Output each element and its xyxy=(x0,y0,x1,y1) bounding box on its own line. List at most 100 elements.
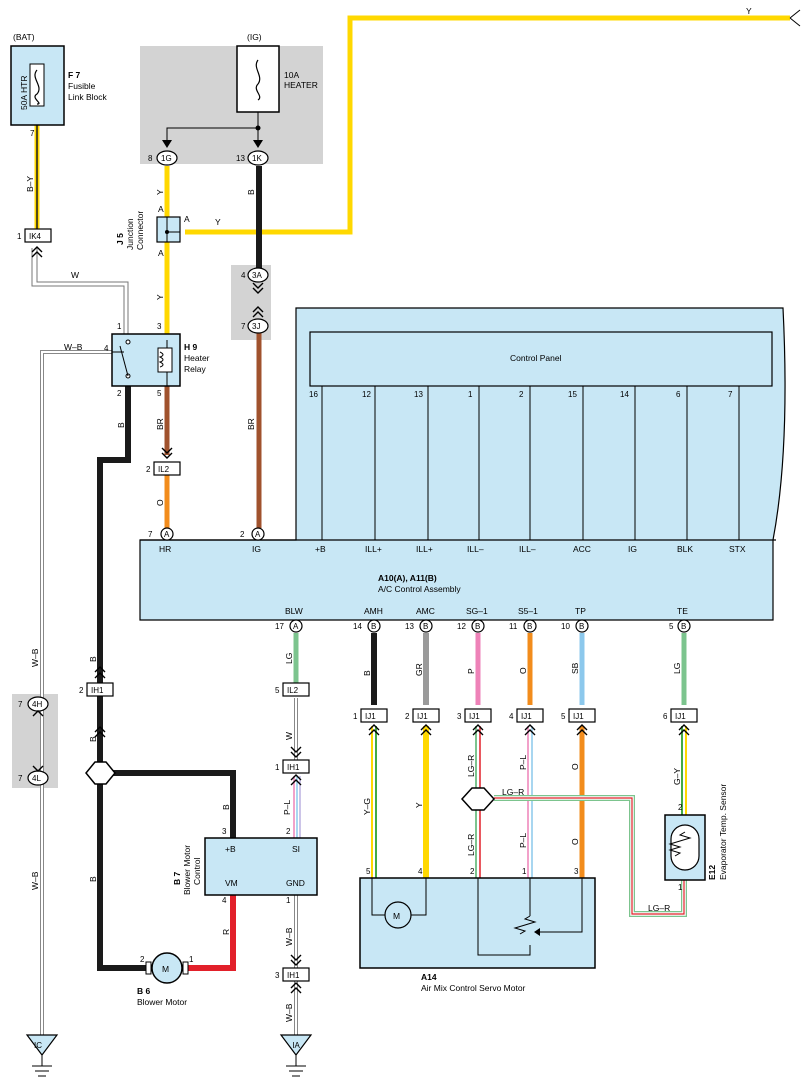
connector-il2 xyxy=(153,461,181,476)
svg-text:B: B xyxy=(681,622,686,631)
svg-text:6: 6 xyxy=(676,390,681,399)
wire-o-label-1: O xyxy=(155,499,165,506)
ac-bottom-pins: 17 14 13 12 11 10 5 A B B B B B B xyxy=(275,622,686,631)
wire-b-label-6: B xyxy=(88,876,98,882)
wire-b-control xyxy=(112,770,236,838)
svg-text:A: A xyxy=(158,204,164,214)
connector-ik4 xyxy=(24,228,52,243)
blower-control-id: B 7 xyxy=(172,872,182,886)
svg-text:15: 15 xyxy=(568,390,577,399)
splice-lgr xyxy=(460,787,496,811)
svg-text:4: 4 xyxy=(222,896,227,905)
blower-control-name-2: Control xyxy=(192,857,202,885)
junction-name-1: Junction xyxy=(125,218,135,250)
svg-text:B: B xyxy=(527,622,532,631)
wire-o-label-2: O xyxy=(518,667,528,674)
svg-text:SG–1: SG–1 xyxy=(466,606,488,616)
svg-text:1: 1 xyxy=(678,883,683,892)
wire-br-label-1: BR xyxy=(155,418,165,430)
svg-text:17: 17 xyxy=(275,622,284,631)
svg-text:1: 1 xyxy=(117,322,122,331)
conn-ik4-label: IK4 xyxy=(29,232,42,241)
fuse-htr-name-1: Fusible xyxy=(68,81,96,91)
svg-text:13: 13 xyxy=(405,622,414,631)
wire-wb-label-2: W–B xyxy=(30,648,40,667)
svg-text:13: 13 xyxy=(236,154,245,163)
connector-1k xyxy=(247,150,269,166)
blower-motor-control-box xyxy=(204,837,318,896)
svg-text:5: 5 xyxy=(366,867,371,876)
svg-text:2: 2 xyxy=(405,712,410,721)
wire-o-label-4: O xyxy=(570,838,580,845)
wire-pl-label-3: P–L xyxy=(518,833,528,848)
wire-y-label-3: Y xyxy=(746,6,752,16)
evap-id: E12 xyxy=(707,865,717,880)
servo-m: M xyxy=(393,911,400,921)
wire-yg-label: Y–G xyxy=(362,798,372,815)
blower-motor-m: M xyxy=(162,964,169,974)
wire-w-label-2: W xyxy=(284,732,294,740)
fuse-htr-id: F 7 xyxy=(68,70,81,80)
junction-name-2: Connector xyxy=(135,211,145,250)
svg-text:4: 4 xyxy=(104,344,109,353)
fuse-heater-box xyxy=(236,45,280,113)
control-panel-box xyxy=(309,331,773,387)
svg-text:IJ1: IJ1 xyxy=(573,712,584,721)
conn-1g-label: 1G xyxy=(161,154,172,163)
svg-text:AMH: AMH xyxy=(364,606,383,616)
svg-text:VM: VM xyxy=(225,878,238,888)
svg-text:10: 10 xyxy=(561,622,570,631)
svg-text:12: 12 xyxy=(362,390,371,399)
svg-text:2: 2 xyxy=(146,465,151,474)
svg-text:11: 11 xyxy=(509,622,518,631)
svg-text:2: 2 xyxy=(286,827,291,836)
svg-text:STX: STX xyxy=(729,544,746,554)
wire-gy-label: G–Y xyxy=(672,768,682,785)
svg-text:2: 2 xyxy=(140,955,145,964)
connector-ih1-w xyxy=(282,759,310,774)
conn-3j-label: 3J xyxy=(252,322,260,331)
relay-id: H 9 xyxy=(184,342,198,352)
svg-text:ILL–: ILL– xyxy=(519,544,536,554)
wire-wb-label-4: W–B xyxy=(284,927,294,946)
svg-text:IJ1: IJ1 xyxy=(675,712,686,721)
fuse-heater-name: HEATER xyxy=(284,80,318,90)
fuse-htr-symbol xyxy=(29,63,45,107)
conn-il2-lg-label: IL2 xyxy=(287,686,299,695)
wire-lgr-label-4: LG–R xyxy=(648,903,670,913)
svg-text:IJ1: IJ1 xyxy=(365,712,376,721)
svg-text:4: 4 xyxy=(418,867,423,876)
svg-text:7: 7 xyxy=(18,774,23,783)
svg-text:4: 4 xyxy=(509,712,514,721)
ac-assembly-name: A/C Control Assembly xyxy=(378,584,461,594)
connector-il2-lg xyxy=(282,682,310,697)
svg-text:14: 14 xyxy=(353,622,362,631)
svg-text:13: 13 xyxy=(414,390,423,399)
svg-text:TP: TP xyxy=(575,606,586,616)
svg-text:7: 7 xyxy=(30,129,35,138)
blower-motor-name: Blower Motor xyxy=(137,997,187,1007)
svg-text:3: 3 xyxy=(574,867,579,876)
conn-ih1-wb-label: IH1 xyxy=(287,971,300,980)
wire-br-label-2: BR xyxy=(246,418,256,430)
svg-text:IG: IG xyxy=(252,544,261,554)
svg-text:1: 1 xyxy=(468,390,473,399)
svg-text:7: 7 xyxy=(18,700,23,709)
svg-text:1: 1 xyxy=(189,955,194,964)
wire-y-label-4: Y xyxy=(155,294,165,300)
svg-text:A: A xyxy=(293,622,299,631)
conn-4h-label: 4H xyxy=(32,700,42,709)
splice-blower xyxy=(85,761,116,785)
wire-wb-label-1: W–B xyxy=(64,342,83,352)
wire-o-label-3: O xyxy=(570,763,580,770)
svg-text:ILL+: ILL+ xyxy=(416,544,433,554)
svg-text:8: 8 xyxy=(148,154,153,163)
ac-top-terminals: HR IG +B ILL+ ILL+ ILL– ILL– ACC IG BLK … xyxy=(159,544,746,554)
connector-ih1-wb xyxy=(282,967,310,982)
svg-text:3: 3 xyxy=(222,827,227,836)
svg-text:ACC: ACC xyxy=(573,544,591,554)
ig-pin: 2 xyxy=(240,530,245,539)
ig-fuse-shade xyxy=(140,46,323,164)
wire-y-top xyxy=(185,15,790,235)
svg-text:AMC: AMC xyxy=(416,606,435,616)
